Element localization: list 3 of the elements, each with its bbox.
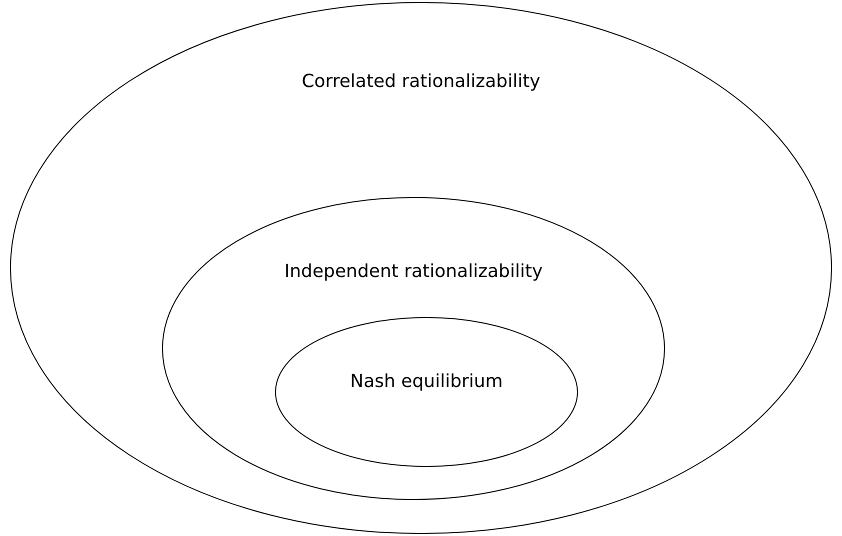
set-label: Correlated rationalizability <box>302 71 540 92</box>
set-label: Independent rationalizability <box>284 261 543 282</box>
set-label: Nash equilibrium <box>350 371 503 392</box>
